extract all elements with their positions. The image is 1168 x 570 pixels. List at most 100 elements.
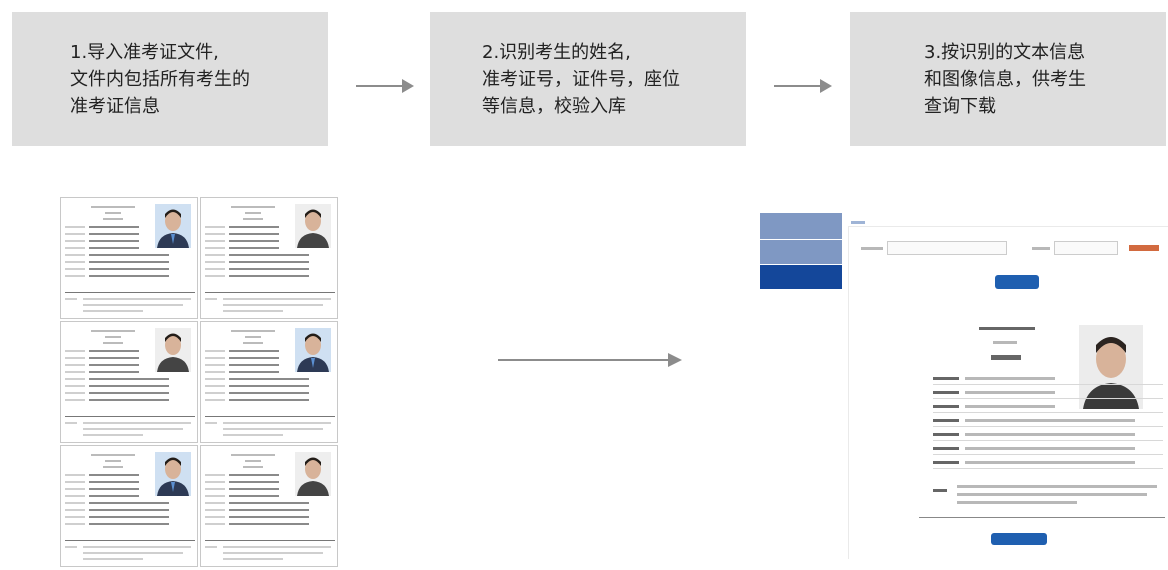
ticket-label [205,516,225,518]
query-input[interactable] [887,241,1007,255]
ticket-note [83,422,191,424]
ticket-note [223,304,323,306]
ticket-value [89,481,139,483]
result-note-label [933,489,947,492]
ticket-value [229,261,309,263]
ticket-value [229,275,309,277]
ticket-label [205,261,225,263]
ticket-label [205,240,225,242]
ticket-note [223,298,331,300]
result-rule [933,426,1163,427]
ticket-label [65,268,85,270]
captcha-input[interactable] [1054,241,1118,255]
ticket-label [65,378,85,380]
ticket-label [205,481,225,483]
arrow-right-icon [774,79,832,93]
side-nav-item[interactable] [760,213,842,239]
download-button[interactable] [991,533,1047,545]
ticket-label [205,509,225,511]
ticket-label [65,350,85,352]
ticket-divider [205,416,335,417]
ticket-note [83,558,143,560]
ticket-label [205,364,225,366]
side-nav-item[interactable] [760,240,842,264]
result-label [933,461,959,464]
admission-ticket-card [200,197,338,319]
ticket-value [229,233,279,235]
admission-ticket-card [200,445,338,567]
ticket-value [89,364,139,366]
step-1-text: 1.导入准考证文件, 文件内包括所有考生的 准考证信息 [12,39,250,120]
ticket-label [65,364,85,366]
ticket-note-label [205,422,217,424]
ticket-subtitle [105,212,121,214]
ticket-heading [243,466,263,468]
ticket-label [205,254,225,256]
ticket-label [205,371,225,373]
ticket-label [205,247,225,249]
ticket-subtitle [105,336,121,338]
ticket-divider [65,540,195,541]
ticket-value [229,350,279,352]
ticket-title [231,206,275,208]
ticket-note [223,428,323,430]
ticket-value [229,240,279,242]
ticket-note [83,434,143,436]
result-value [965,405,1055,408]
result-rule [933,384,1163,385]
ticket-label [65,240,85,242]
ticket-value [229,481,279,483]
ticket-label [65,516,85,518]
ticket-value [89,385,169,387]
ticket-value [89,275,169,277]
ticket-label [205,275,225,277]
panel-tab [851,221,865,224]
ticket-label [65,502,85,504]
ticket-value [229,495,279,497]
ticket-label [205,226,225,228]
admission-ticket-card [60,197,198,319]
step-1-line-1: 1.导入准考证文件, [70,41,219,63]
step-2-line-2: 准考证号，证件号，座位 [482,68,680,90]
ticket-value [89,350,139,352]
ticket-value [89,516,169,518]
ticket-note [223,310,283,312]
ticket-label [205,378,225,380]
ticket-value [229,474,279,476]
ticket-label [65,488,85,490]
ticket-note [223,422,331,424]
result-label [933,405,959,408]
ticket-label [205,392,225,394]
ticket-value [229,516,309,518]
ticket-value [229,502,309,504]
result-label [933,391,959,394]
query-button[interactable] [995,275,1039,289]
result-rule [933,440,1163,441]
ticket-label [205,350,225,352]
arrow-right-icon [356,79,414,93]
ticket-subtitle [993,341,1017,344]
ticket-label [65,254,85,256]
ticket-label [205,495,225,497]
query-input-label [861,247,883,250]
ticket-value [89,495,139,497]
result-value [965,391,1055,394]
result-note [957,501,1077,504]
ticket-value [229,371,279,373]
ticket-title [231,330,275,332]
ticket-note [223,434,283,436]
ticket-value [89,488,139,490]
ticket-note-label [65,422,77,424]
result-value [965,419,1135,422]
ticket-subtitle [245,336,261,338]
admission-ticket-card [60,445,198,567]
side-nav-item-active[interactable] [760,265,842,289]
captcha-image[interactable] [1129,245,1159,251]
step-1-box: 1.导入准考证文件, 文件内包括所有考生的 准考证信息 [12,12,328,146]
ticket-label [65,261,85,263]
ticket-value [229,364,279,366]
ticket-label [65,357,85,359]
captcha-label [1032,247,1050,250]
ticket-note [223,558,283,560]
ticket-divider [205,540,335,541]
